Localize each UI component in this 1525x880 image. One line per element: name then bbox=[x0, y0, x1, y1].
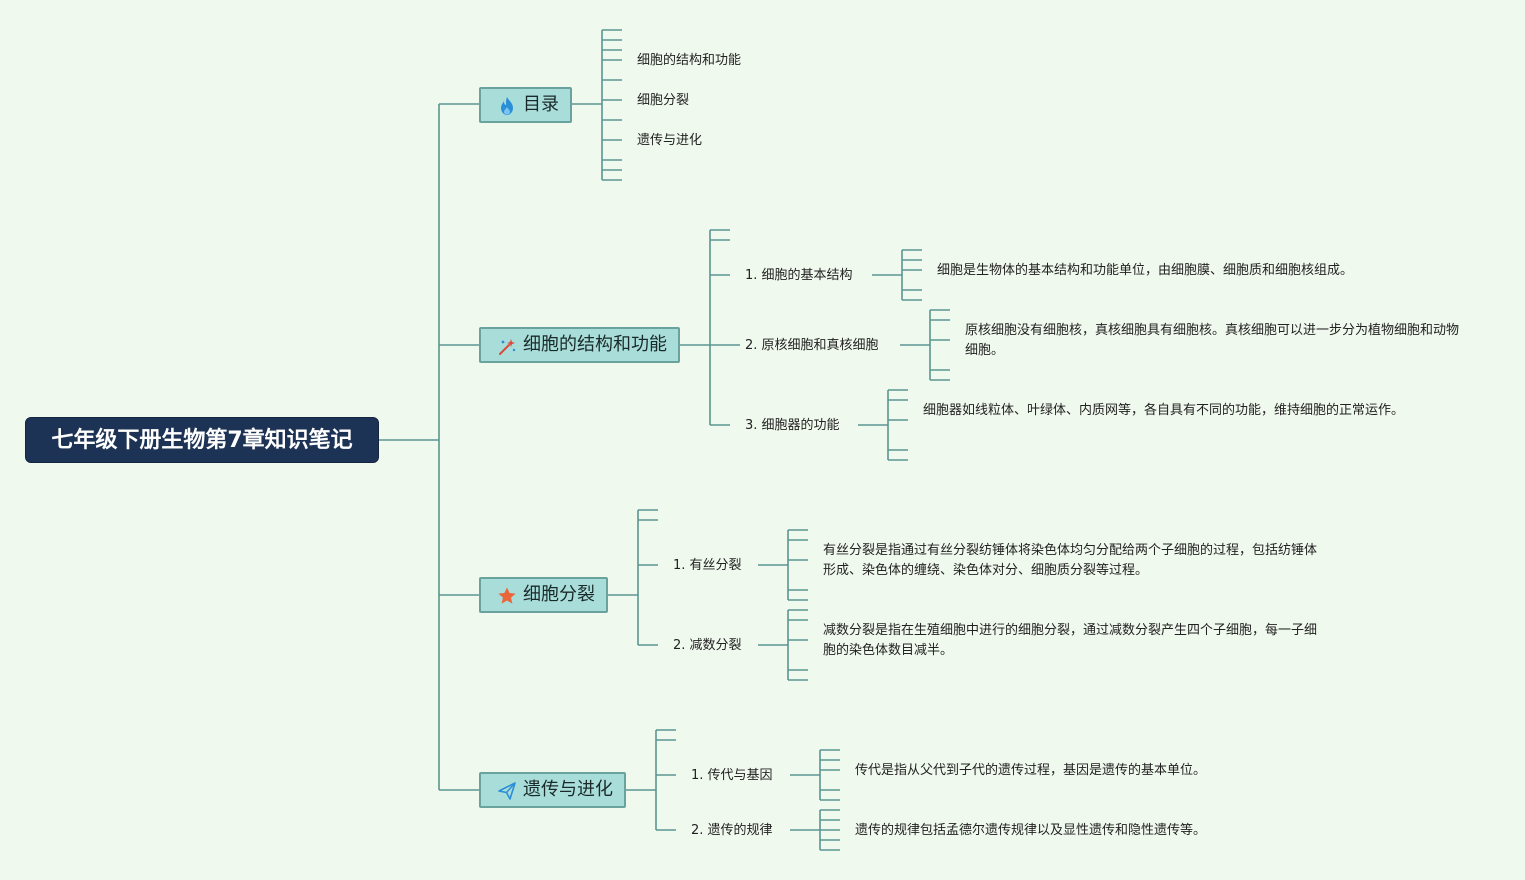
detail-heredity-laws[interactable]: 遗传的规律包括孟德尔遗传规律以及显性遗传和隐性遗传等。 bbox=[855, 823, 1207, 838]
star-icon bbox=[498, 587, 516, 604]
branch-cell-division[interactable]: 细胞分裂 bbox=[479, 577, 608, 613]
detail-organelles[interactable]: 细胞器如线粒体、叶绿体、内质网等，各自具有不同的功能，维持细胞的正常运作。 bbox=[923, 403, 1405, 418]
detail-inheritance-genes[interactable]: 传代是指从父代到子代的遗传过程，基因是遗传的基本单位。 bbox=[855, 763, 1207, 778]
branch-label: 遗传与进化 bbox=[523, 779, 613, 800]
branch-cell-structure[interactable]: 细胞的结构和功能 bbox=[479, 327, 680, 363]
branch-contents[interactable]: 目录 bbox=[479, 87, 572, 123]
subtopic-cell-types[interactable]: 2. 原核细胞和真核细胞 bbox=[745, 338, 879, 353]
branch-label: 细胞分裂 bbox=[523, 584, 595, 605]
branch-label: 细胞的结构和功能 bbox=[523, 334, 667, 355]
paper-plane-icon bbox=[498, 782, 516, 800]
detail-meiosis[interactable]: 减数分裂是指在生殖细胞中进行的细胞分裂，通过减数分裂产生四个子细胞，每一子细胞的… bbox=[823, 623, 1318, 658]
subtopic-meiosis[interactable]: 2. 减数分裂 bbox=[673, 638, 742, 653]
contents-item[interactable]: 细胞的结构和功能 bbox=[637, 53, 742, 68]
branch-heredity-evolution[interactable]: 遗传与进化 bbox=[479, 772, 626, 808]
detail-mitosis[interactable]: 有丝分裂是指通过有丝分裂纺锤体将染色体均匀分配给两个子细胞的过程，包括纺锤体形成… bbox=[823, 543, 1318, 578]
subtopic-organelles[interactable]: 3. 细胞器的功能 bbox=[745, 418, 840, 433]
subtopic-heredity-laws[interactable]: 2. 遗传的规律 bbox=[691, 823, 773, 838]
contents-item[interactable]: 细胞分裂 bbox=[637, 93, 690, 108]
subtopic-inheritance-genes[interactable]: 1. 传代与基因 bbox=[691, 768, 773, 783]
detail-cell-types[interactable]: 原核细胞没有细胞核，真核细胞具有细胞核。真核细胞可以进一步分为植物细胞和动物细胞… bbox=[965, 323, 1460, 358]
root-topic[interactable]: 七年级下册生物第7章知识笔记 bbox=[25, 417, 379, 463]
detail-basic-structure[interactable]: 细胞是生物体的基本结构和功能单位，由细胞膜、细胞质和细胞核组成。 bbox=[937, 263, 1354, 278]
contents-item[interactable]: 遗传与进化 bbox=[637, 133, 703, 148]
subtopic-basic-structure[interactable]: 1. 细胞的基本结构 bbox=[745, 268, 853, 283]
branch-label: 目录 bbox=[523, 94, 559, 115]
sparkle-wand-icon bbox=[499, 339, 516, 355]
flame-icon bbox=[501, 97, 513, 115]
subtopic-mitosis[interactable]: 1. 有丝分裂 bbox=[673, 558, 742, 573]
